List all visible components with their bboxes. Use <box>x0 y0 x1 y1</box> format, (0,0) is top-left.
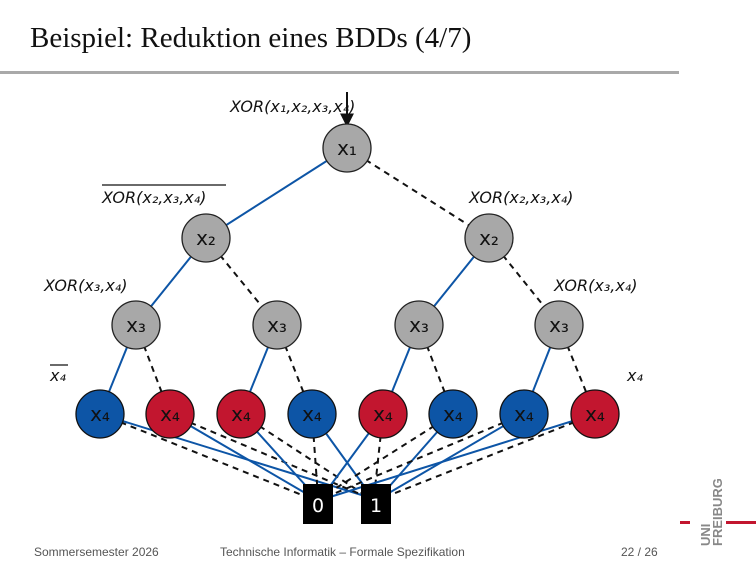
edge-x4f-low-0 <box>321 413 454 498</box>
node-x2-left: x₂ <box>181 213 231 263</box>
svg-text:x₄: x₄ <box>514 402 534 426</box>
svg-text:x₃: x₃ <box>267 313 287 337</box>
edge-x4a-high-1 <box>99 413 369 498</box>
node-x4-red-3: x₄ <box>358 389 408 439</box>
svg-text:x₂: x₂ <box>196 226 216 250</box>
node-x4-red-4: x₄ <box>570 389 620 439</box>
label-x4: x₄ <box>626 366 643 385</box>
svg-text:x₃: x₃ <box>409 313 429 337</box>
edge-x4c-low-1 <box>240 413 369 498</box>
terminal-zero: 0 <box>303 484 333 524</box>
node-x3-a: x₃ <box>111 300 161 350</box>
svg-text:1: 1 <box>370 495 382 517</box>
svg-text:x₃: x₃ <box>549 313 569 337</box>
footer-course: Technische Informatik – Formale Spezifik… <box>220 545 465 559</box>
svg-text:x₄: x₄ <box>160 402 180 426</box>
svg-text:x₄: x₄ <box>231 402 251 426</box>
label-right-x2: XOR(x₂,x₃,x₄) <box>468 188 573 207</box>
bdd-nodes: x₁ x₂ x₂ x₃ x₃ x₃ x₃ x₄ <box>75 123 620 524</box>
edge-x4b-high-0 <box>169 413 313 498</box>
svg-text:x₄: x₄ <box>443 402 463 426</box>
footer-page-number: 22 / 26 <box>621 545 658 559</box>
edge-x1-x2-right-low <box>346 147 490 239</box>
terminal-one: 1 <box>361 484 391 524</box>
edge-x4h-high-0 <box>329 413 596 498</box>
svg-text:x₁: x₁ <box>337 136 357 160</box>
node-x1: x₁ <box>322 123 372 173</box>
svg-text:0: 0 <box>312 495 324 517</box>
function-labels: XOR(x₁,x₂,x₃,x₄) XOR(x₂,x₃,x₄) XOR(x₂,x₃… <box>43 97 643 385</box>
node-x4-blue-1: x₄ <box>75 389 125 439</box>
node-x3-c: x₃ <box>394 300 444 350</box>
svg-text:x₄: x₄ <box>90 402 110 426</box>
svg-text:x₄: x₄ <box>585 402 605 426</box>
svg-text:x₄: x₄ <box>302 402 322 426</box>
edge-x4h-low-1 <box>384 413 596 498</box>
label-root: XOR(x₁,x₂,x₃,x₄) <box>229 97 355 116</box>
footer-semester: Sommersemester 2026 <box>34 545 159 559</box>
edge-x4a-low-0 <box>99 413 308 498</box>
edge-x4g-low-0 <box>325 413 525 498</box>
label-right-x3: XOR(x₃,x₄) <box>553 276 637 295</box>
svg-text:x₃: x₃ <box>126 313 146 337</box>
edge-x4b-low-1 <box>169 413 368 498</box>
node-x4-blue-4: x₄ <box>499 389 549 439</box>
node-x2-right: x₂ <box>464 213 514 263</box>
svg-text:x₄: x₄ <box>373 402 393 426</box>
slide-title: Beispiel: Reduktion eines BDDs (4/7) <box>30 22 472 54</box>
title-divider <box>0 71 679 74</box>
node-x4-red-1: x₄ <box>145 389 195 439</box>
svg-text:x₂: x₂ <box>479 226 499 250</box>
svg-text:UNI: UNI <box>698 524 713 546</box>
node-x3-d: x₃ <box>534 300 584 350</box>
node-x3-b: x₃ <box>252 300 302 350</box>
edge-x1-x2-left-high <box>205 147 348 239</box>
label-left-x2: XOR(x₂,x₃,x₄) <box>101 188 206 207</box>
label-not-x4: x₄ <box>49 366 66 385</box>
node-x4-blue-2: x₄ <box>287 389 337 439</box>
node-x4-blue-3: x₄ <box>428 389 478 439</box>
university-logo: UNI FREIBURG <box>680 478 756 546</box>
label-left-x3: XOR(x₃,x₄) <box>43 276 127 295</box>
svg-text:FREIBURG: FREIBURG <box>710 478 725 546</box>
node-x4-red-2: x₄ <box>216 389 266 439</box>
edge-x4g-high-1 <box>381 413 525 498</box>
